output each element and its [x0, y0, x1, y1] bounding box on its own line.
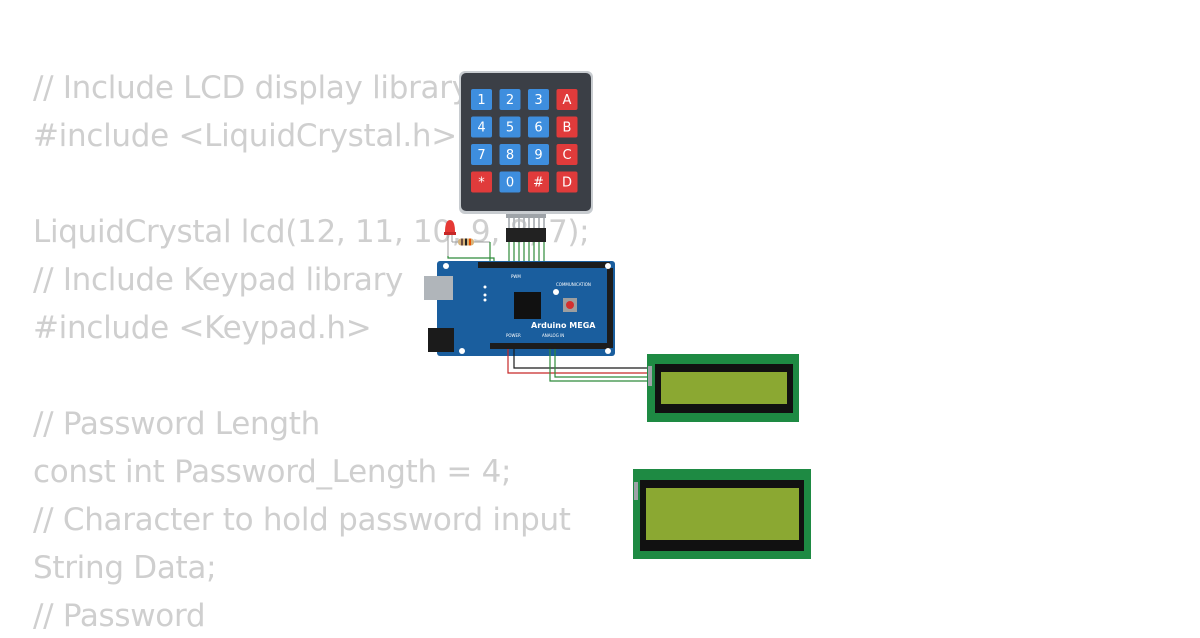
connector-pin: [533, 218, 535, 228]
code-line-9: const int Password_Length = 4;: [33, 454, 512, 490]
led: [444, 220, 456, 256]
keypad-key-label: *: [478, 176, 485, 191]
keypad-key-1[interactable]: 1: [471, 89, 492, 110]
keypad-key-label: B: [563, 121, 572, 136]
keypad-key-label: 7: [477, 148, 485, 163]
keypad-key-B[interactable]: B: [556, 116, 578, 138]
code-line-4: LiquidCrystal lcd(12, 11, 10, 9, 8, 7);: [33, 214, 590, 250]
lcd-display-2: [633, 469, 811, 559]
microcontroller-chip: [514, 292, 541, 319]
code-line-11: String Data;: [33, 550, 217, 586]
keypad-key-label: 6: [534, 121, 542, 136]
keypad-key-*[interactable]: *: [471, 171, 492, 193]
arduino-mega-board: Arduino MEGA POWER ANALOG IN COMMUNICATI…: [424, 261, 615, 356]
connector-pin: [523, 218, 525, 228]
keypad-key-label: 4: [477, 121, 485, 136]
connector-pin: [538, 218, 540, 228]
keypad-key-label: D: [562, 176, 572, 191]
code-line-6: #include <Keypad.h>: [33, 310, 372, 346]
board-label-power: POWER: [506, 333, 521, 338]
board-name: Arduino MEGA: [531, 321, 596, 330]
keypad-wires: [508, 242, 545, 262]
lcd-wires: [507, 349, 650, 382]
code-line-5: // Include Keypad library: [33, 262, 404, 298]
keypad[interactable]: 1 2 3 A 4 5 6 B 7 8 9 C * 0 # D: [459, 71, 593, 214]
keypad-key-label: A: [563, 93, 572, 108]
connector-pin: [528, 218, 530, 228]
code-line-10: // Character to hold password input: [33, 502, 571, 538]
keypad-key-2[interactable]: 2: [499, 89, 521, 110]
resistor: [452, 238, 490, 246]
keypad-key-label: 8: [506, 148, 514, 163]
keypad-key-A[interactable]: A: [556, 89, 578, 110]
keypad-key-4[interactable]: 4: [471, 116, 492, 138]
keypad-key-label: 0: [506, 176, 514, 191]
connector-pin: [508, 218, 510, 228]
lcd-display-1: [647, 354, 799, 422]
board-label-communication: COMMUNICATION: [556, 282, 591, 287]
power-jack: [428, 328, 454, 352]
keypad-key-D[interactable]: D: [556, 171, 578, 193]
board-label-analog: ANALOG IN: [542, 333, 564, 338]
keypad-key-label: 1: [477, 93, 485, 108]
keypad-key-label: 9: [534, 148, 542, 163]
keypad-key-label: 5: [506, 121, 514, 136]
keypad-key-label: #: [533, 176, 544, 191]
keypad-key-0[interactable]: 0: [499, 171, 521, 193]
keypad-key-label: 2: [506, 93, 514, 108]
keypad-key-9[interactable]: 9: [528, 144, 549, 165]
keypad-key-label: C: [562, 148, 571, 163]
keypad-key-C[interactable]: C: [556, 144, 578, 165]
keypad-key-6[interactable]: 6: [528, 116, 549, 138]
connector-pin: [513, 218, 515, 228]
connector-pin: [543, 218, 545, 228]
keypad-key-7[interactable]: 7: [471, 144, 492, 165]
code-line-1: // Include LCD display library: [33, 70, 470, 106]
board-label-pwm: PWM: [511, 274, 521, 279]
usb-port: [424, 276, 453, 300]
code-line-2: #include <LiquidCrystal.h>: [33, 118, 457, 154]
keypad-key-5[interactable]: 5: [499, 116, 521, 138]
keypad-key-3[interactable]: 3: [528, 89, 549, 110]
keypad-key-8[interactable]: 8: [499, 144, 521, 165]
code-line-12: // Password: [33, 598, 206, 634]
keypad-key-label: 3: [534, 93, 542, 108]
keypad-connector: [506, 214, 546, 242]
led-wires: [447, 242, 495, 262]
code-line-8: // Password Length: [33, 406, 320, 442]
keypad-key-#[interactable]: #: [528, 171, 549, 193]
connector-pin: [518, 218, 520, 228]
